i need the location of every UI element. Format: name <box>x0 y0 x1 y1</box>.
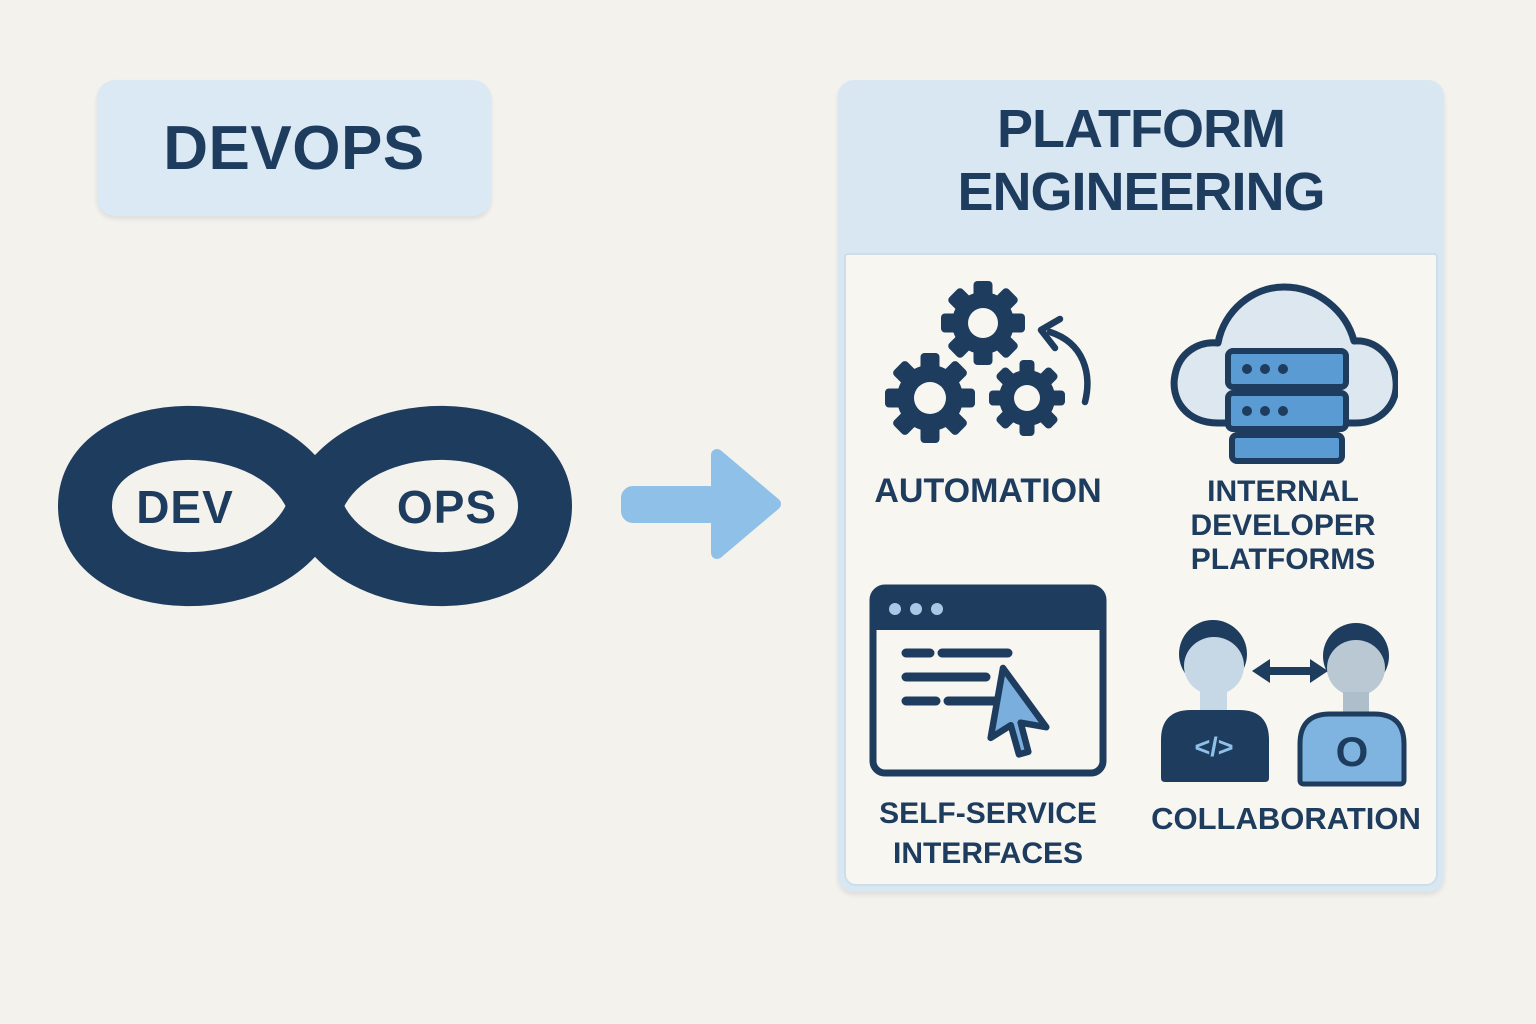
rotation-arrow <box>1037 315 1091 406</box>
people-collaboration-icon: </> O <box>1161 620 1407 787</box>
browser-titlebar <box>873 588 1103 630</box>
person-operator: O <box>1297 623 1407 787</box>
gears-automation-icon <box>885 281 1091 443</box>
feature-label-collaboration: COLLABORATION <box>1151 801 1421 836</box>
server-rack <box>1225 348 1349 464</box>
right-arrow-icon <box>621 449 781 559</box>
devops-title-badge: DEVOPS <box>97 80 491 216</box>
title-line-1: PLATFORM <box>997 99 1286 159</box>
code-symbol: </> <box>1194 732 1233 762</box>
infinity-ops-label: OPS <box>396 481 498 533</box>
gear-right <box>989 360 1065 436</box>
ops-symbol: O <box>1336 728 1369 775</box>
gear-top <box>941 281 1025 365</box>
title-line-2: ENGINEERING <box>957 162 1325 222</box>
infinity-loop-icon <box>58 405 572 607</box>
browser-dots <box>889 603 943 615</box>
devops-title: DEVOPS <box>163 113 425 183</box>
infinity-dev-label: DEV <box>136 481 234 533</box>
cloud-servers-icon <box>1170 283 1398 464</box>
gear-left <box>885 353 975 443</box>
feature-label-automation: AUTOMATION <box>874 472 1102 510</box>
person-developer: </> <box>1161 620 1269 782</box>
exchange-arrow-icon <box>1252 659 1328 683</box>
text-lines <box>901 648 1013 706</box>
feature-label-self-service-interfaces: SELF-SERVICE INTERFACES <box>879 797 1097 870</box>
feature-label-internal-developer-platforms: INTERNAL DEVELOPER PLATFORMS <box>1190 475 1376 576</box>
platform-engineering-title: PLATFORM ENGINEERING <box>838 80 1444 253</box>
browser-cursor-icon <box>869 584 1107 777</box>
cursor-icon <box>987 664 1050 758</box>
platform-engineering-card: PLATFORM ENGINEERING <box>838 80 1444 892</box>
